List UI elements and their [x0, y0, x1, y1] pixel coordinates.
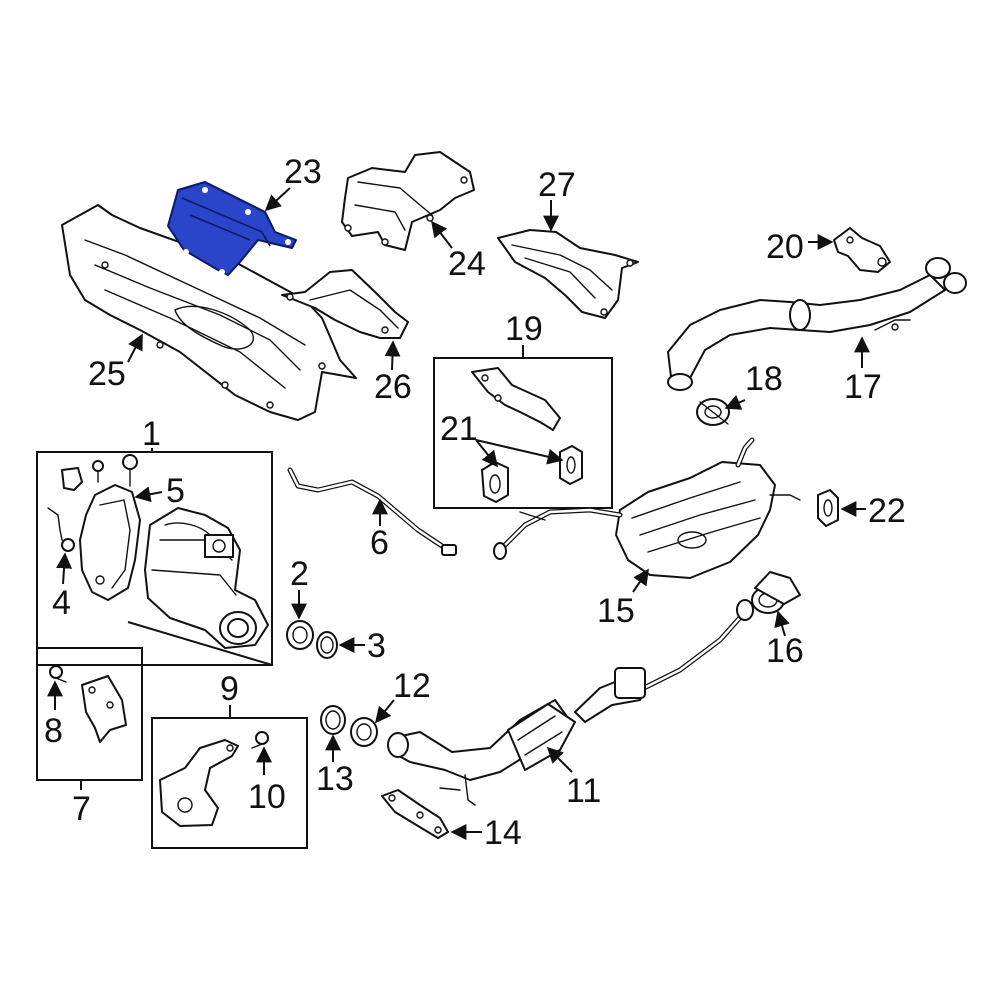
part-2-clamp[interactable] — [286, 620, 314, 650]
callout-14: 14 — [484, 814, 522, 852]
leader-15 — [632, 568, 649, 593]
part-21-insulator-left[interactable] — [481, 461, 509, 503]
callout-12: 12 — [393, 667, 431, 705]
part-20-hanger-bracket[interactable] — [833, 227, 891, 273]
part-23-heat-shield-highlighted[interactable] — [167, 181, 297, 276]
leader-26 — [384, 340, 401, 371]
callout-10: 10 — [248, 778, 286, 816]
part-12-clamp[interactable] — [350, 717, 378, 747]
part-10-bolt[interactable] — [251, 731, 269, 749]
part-15-rear-muffler[interactable] — [493, 437, 801, 579]
part-7-bracket[interactable] — [81, 675, 127, 743]
callout-18: 18 — [745, 360, 783, 398]
callout-20: 20 — [766, 228, 804, 266]
callout-21: 21 — [440, 410, 478, 448]
part-19-hanger-bracket[interactable] — [471, 367, 561, 431]
leader-23 — [264, 187, 291, 212]
part-3-gasket[interactable] — [316, 631, 338, 659]
leader-5 — [134, 486, 163, 503]
leader-24 — [431, 220, 453, 249]
part-21-insulator-right[interactable] — [559, 445, 583, 485]
callout-8: 8 — [44, 712, 63, 750]
part-1-hardware-bolt[interactable] — [92, 460, 104, 483]
part-25-floor-heat-shield[interactable] — [61, 204, 357, 421]
callout-5: 5 — [166, 472, 185, 510]
group-1-connector-line — [127, 621, 273, 666]
part-17-intermediate-pipe[interactable] — [667, 257, 967, 391]
leader-11 — [546, 746, 573, 773]
leader-4 — [56, 552, 73, 585]
part-1-hardware-clip[interactable] — [61, 467, 83, 491]
callout-23: 23 — [284, 153, 322, 191]
leader-21b — [475, 439, 564, 465]
part-24-heat-shield[interactable] — [341, 151, 475, 251]
leader-12 — [374, 699, 395, 724]
leader-18 — [724, 395, 746, 410]
part-16-clamp[interactable] — [751, 571, 801, 614]
part-11-front-pipe-converter[interactable] — [387, 599, 754, 806]
callout-7: 7 — [72, 790, 91, 828]
callout-1: 1 — [142, 415, 161, 453]
callout-15: 15 — [597, 592, 635, 630]
part-18-clamp[interactable] — [696, 398, 730, 426]
part-13-gasket[interactable] — [320, 705, 346, 735]
callout-3: 3 — [367, 627, 386, 665]
callout-6: 6 — [370, 524, 389, 562]
group-7-frame — [36, 647, 143, 781]
part-26-heat-shield[interactable] — [281, 269, 409, 339]
part-14-bracket[interactable] — [381, 789, 449, 839]
callout-17: 17 — [844, 368, 882, 406]
callout-26: 26 — [374, 368, 412, 406]
leader-25 — [127, 333, 143, 363]
part-4-sensor[interactable] — [47, 507, 75, 552]
callout-24: 24 — [448, 245, 486, 283]
part-8-bolt[interactable] — [49, 665, 67, 683]
callout-9: 9 — [220, 670, 239, 708]
callout-13: 13 — [316, 760, 354, 798]
part-9-bracket[interactable] — [159, 739, 239, 827]
part-6-pipe-line[interactable] — [287, 467, 457, 556]
callout-2: 2 — [290, 555, 309, 593]
group-1-frame — [36, 451, 273, 666]
part-27-heat-shield[interactable] — [497, 229, 639, 319]
callout-4: 4 — [52, 584, 71, 622]
callout-22: 22 — [868, 492, 906, 530]
callout-11: 11 — [566, 772, 601, 810]
callout-16: 16 — [766, 632, 804, 670]
part-22-insulator[interactable] — [817, 489, 839, 527]
part-5-converter-heat-shield[interactable] — [79, 484, 141, 601]
part-1-hardware-screw[interactable] — [122, 454, 138, 487]
part-1-catalytic-converter-assembly[interactable] — [144, 507, 269, 649]
callout-25: 25 — [88, 355, 126, 393]
leader-16 — [774, 610, 790, 637]
callout-19: 19 — [505, 310, 543, 348]
leader-21a — [475, 439, 499, 468]
callout-27: 27 — [538, 166, 576, 204]
